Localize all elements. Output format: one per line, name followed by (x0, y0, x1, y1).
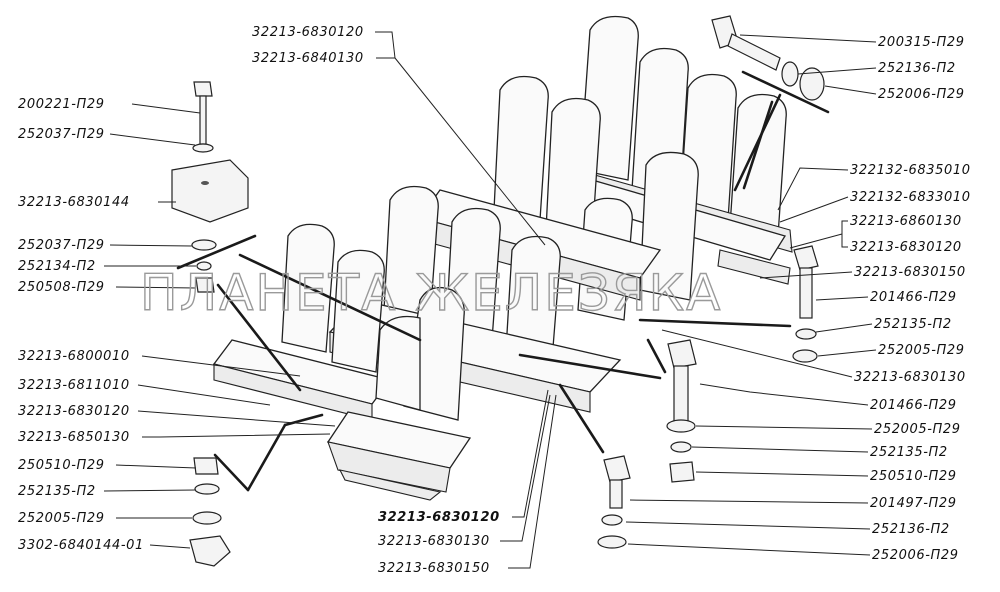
label-32213-6840130: 32213-6840130 (252, 51, 364, 66)
label-201466-a: 201466-П29 (870, 290, 957, 305)
label-252006-bottom: 252006-П29 (872, 548, 959, 563)
label-32213-6830144: 32213-6830144 (18, 195, 130, 210)
label-322132-6833010: 322132-6833010 (850, 190, 971, 205)
label-32213-6830120-top: 32213-6830120 (252, 25, 364, 40)
label-32213-6811010: 32213-6811010 (18, 378, 130, 393)
label-32213-6830150-right: 32213-6830150 (854, 265, 966, 280)
left-top-fastener-stack (171, 81, 249, 293)
right-fastener-stack-b (666, 339, 697, 483)
label-252037-bottom: 252037-П29 (18, 238, 105, 253)
bottom-center-fastener-stack (597, 455, 631, 549)
label-250510-right: 250510-П29 (870, 469, 957, 484)
label-32213-6830120-left: 32213-6830120 (18, 404, 130, 419)
label-252037-top: 252037-П29 (18, 127, 105, 142)
label-250510-left: 250510-П29 (18, 458, 105, 473)
label-252005-left: 252005-П29 (18, 511, 105, 526)
label-252006-top: 252006-П29 (878, 87, 965, 102)
assembly-axis-lines (176, 70, 830, 492)
label-201466-b: 201466-П29 (870, 398, 957, 413)
watermark-text: ПЛАНЕТА ЖЕЛЕЗЯКА (140, 264, 722, 322)
label-32213-6830120-right: 32213-6830120 (850, 240, 962, 255)
label-32213-6850130: 32213-6850130 (18, 430, 130, 445)
label-200221: 200221-П29 (18, 97, 105, 112)
label-252005-right-b: 252005-П29 (874, 422, 961, 437)
label-252135-left: 252135-П2 (18, 484, 96, 499)
label-32213-6830130-bottom: 32213-6830130 (378, 534, 490, 549)
leader-lines (103, 31, 877, 569)
label-200315: 200315-П29 (878, 35, 965, 50)
label-3302-6840144-01: 3302-6840144-01 (18, 538, 144, 553)
top-right-fastener-stack (711, 15, 825, 101)
label-32213-6860130: 32213-6860130 (850, 214, 962, 229)
label-252134: 252134-П2 (18, 259, 96, 274)
label-201497: 201497-П29 (870, 496, 957, 511)
label-32213-6830150-bottom: 32213-6830150 (378, 561, 490, 576)
part-labels: 200221-П29 252037-П29 32213-6830144 2520… (18, 25, 971, 576)
left-bottom-fastener-stack (189, 457, 231, 567)
seat-front-row (212, 223, 472, 501)
right-fastener-stack-a (792, 245, 819, 363)
label-252136-top: 252136-П2 (878, 61, 956, 76)
label-32213-6830120-bottom: 32213-6830120 (378, 510, 500, 525)
label-250508: 250508-П29 (18, 280, 105, 295)
seat-rows-illustration (212, 15, 793, 501)
label-252135-right-b: 252135-П2 (870, 445, 948, 460)
label-252005-right-a: 252005-П29 (878, 343, 965, 358)
label-252135-right-a: 252135-П2 (874, 317, 952, 332)
label-32213-6830130-right: 32213-6830130 (854, 370, 966, 385)
label-322132-6835010: 322132-6835010 (850, 163, 971, 178)
label-32213-6800010: 32213-6800010 (18, 349, 130, 364)
label-252136-bottom: 252136-П2 (872, 522, 950, 537)
